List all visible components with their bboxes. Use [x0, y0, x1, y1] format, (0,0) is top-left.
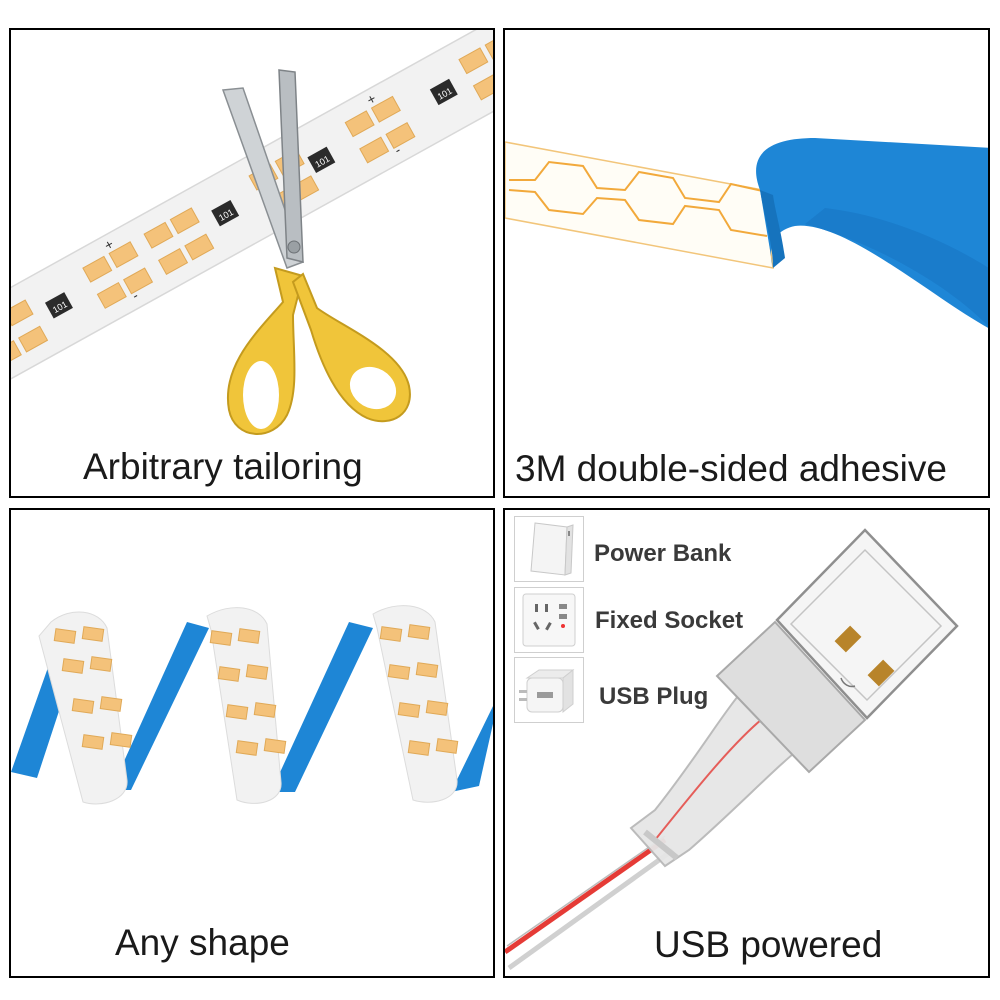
led-chip [237, 628, 261, 644]
led-chip [263, 738, 287, 754]
wall-socket-icon [514, 587, 584, 653]
led-chip [472, 73, 493, 101]
led-chip [108, 241, 139, 269]
led-chip [109, 732, 133, 748]
led-chip [71, 698, 95, 714]
led-chip [143, 221, 174, 249]
led-chip [235, 740, 259, 756]
led-chip [209, 630, 233, 646]
resistor-chip: 101 [44, 292, 73, 319]
liner-pattern [509, 160, 768, 204]
cut-strip-illustration: 101 101 101 101 + - + - [11, 30, 493, 435]
led-chip [18, 325, 49, 353]
led-chip [387, 664, 411, 680]
led-chip [435, 738, 459, 754]
led-chip [184, 233, 215, 261]
led-chip [217, 666, 241, 682]
led-chip [11, 299, 34, 327]
led-chip [225, 704, 249, 720]
option-label-fixed-socket: Fixed Socket [595, 607, 744, 634]
led-chip [61, 658, 85, 674]
led-chip [53, 628, 77, 644]
led-chip [407, 740, 431, 756]
caption-any-shape: Any shape [115, 922, 290, 963]
led-chip [82, 255, 113, 283]
led-chip [407, 624, 431, 640]
led-chip [379, 626, 403, 642]
panel-arbitrary-tailoring: 101 101 101 101 + - + - [9, 28, 495, 498]
panel-adhesive: 3M double-sided adhesive [503, 28, 990, 498]
option-label-usb-plug: USB Plug [599, 683, 709, 710]
panel-any-shape: Any shape [9, 508, 495, 978]
resistor-chip: 101 [211, 199, 240, 227]
led-chip [397, 702, 421, 718]
led-chip [96, 281, 127, 309]
usb-boot [629, 688, 805, 868]
led-chip [425, 700, 449, 716]
led-chip [245, 664, 269, 680]
usb-connector [775, 528, 959, 720]
led-chip [81, 734, 105, 750]
resistor-chip: 101 [429, 78, 458, 106]
panel-usb-powered: Power Bank Fixed Socket [503, 508, 990, 978]
led-chip [81, 626, 105, 642]
adhesive-tape-illustration [505, 138, 988, 328]
usb-adapter-icon [514, 657, 584, 723]
led-chip [359, 136, 390, 164]
caption-adhesive: 3M double-sided adhesive [515, 448, 947, 489]
led-strip [11, 30, 493, 401]
zigzag-strip-illustration [11, 605, 493, 805]
caption-usb-powered: USB powered [654, 924, 883, 965]
led-chip [99, 696, 123, 712]
led-chip [169, 207, 200, 235]
led-chip [385, 121, 416, 149]
led-chip [157, 248, 189, 275]
led-chip [253, 702, 277, 718]
led-chip [370, 95, 401, 123]
led-chip [89, 656, 113, 672]
power-bank-icon [514, 516, 584, 582]
led-chip [484, 32, 493, 60]
led-chip [123, 267, 154, 295]
caption-arbitrary-tailoring: Arbitrary tailoring [83, 446, 363, 487]
led-chip [458, 47, 489, 75]
led-chip [344, 110, 375, 138]
scissors-icon [221, 69, 411, 435]
led-chip [415, 662, 439, 678]
led-chip [11, 340, 22, 368]
resistor-chip: 101 [307, 146, 336, 174]
option-label-power-bank: Power Bank [594, 540, 732, 567]
